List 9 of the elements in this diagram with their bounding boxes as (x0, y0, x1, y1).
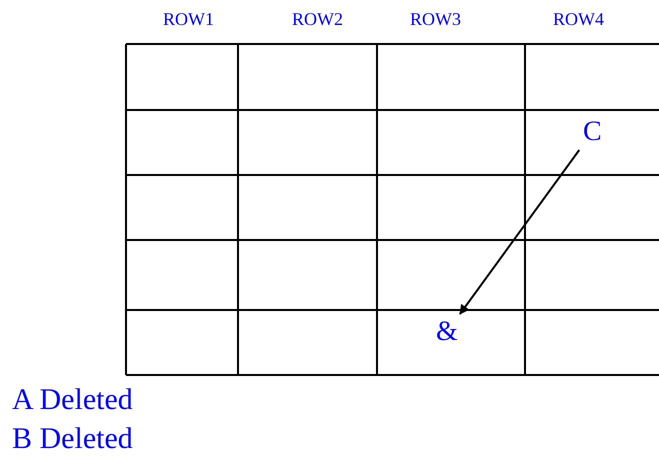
cell-symbol: C (583, 118, 602, 146)
note-text: B Deleted (12, 424, 133, 454)
arrow (459, 149, 580, 315)
note-text: A Deleted (12, 385, 133, 415)
column-header: ROW1 (163, 10, 214, 28)
column-header: ROW4 (553, 10, 604, 28)
column-header: ROW2 (292, 10, 343, 28)
column-header: ROW3 (410, 10, 461, 28)
cell-symbol: & (436, 318, 458, 346)
